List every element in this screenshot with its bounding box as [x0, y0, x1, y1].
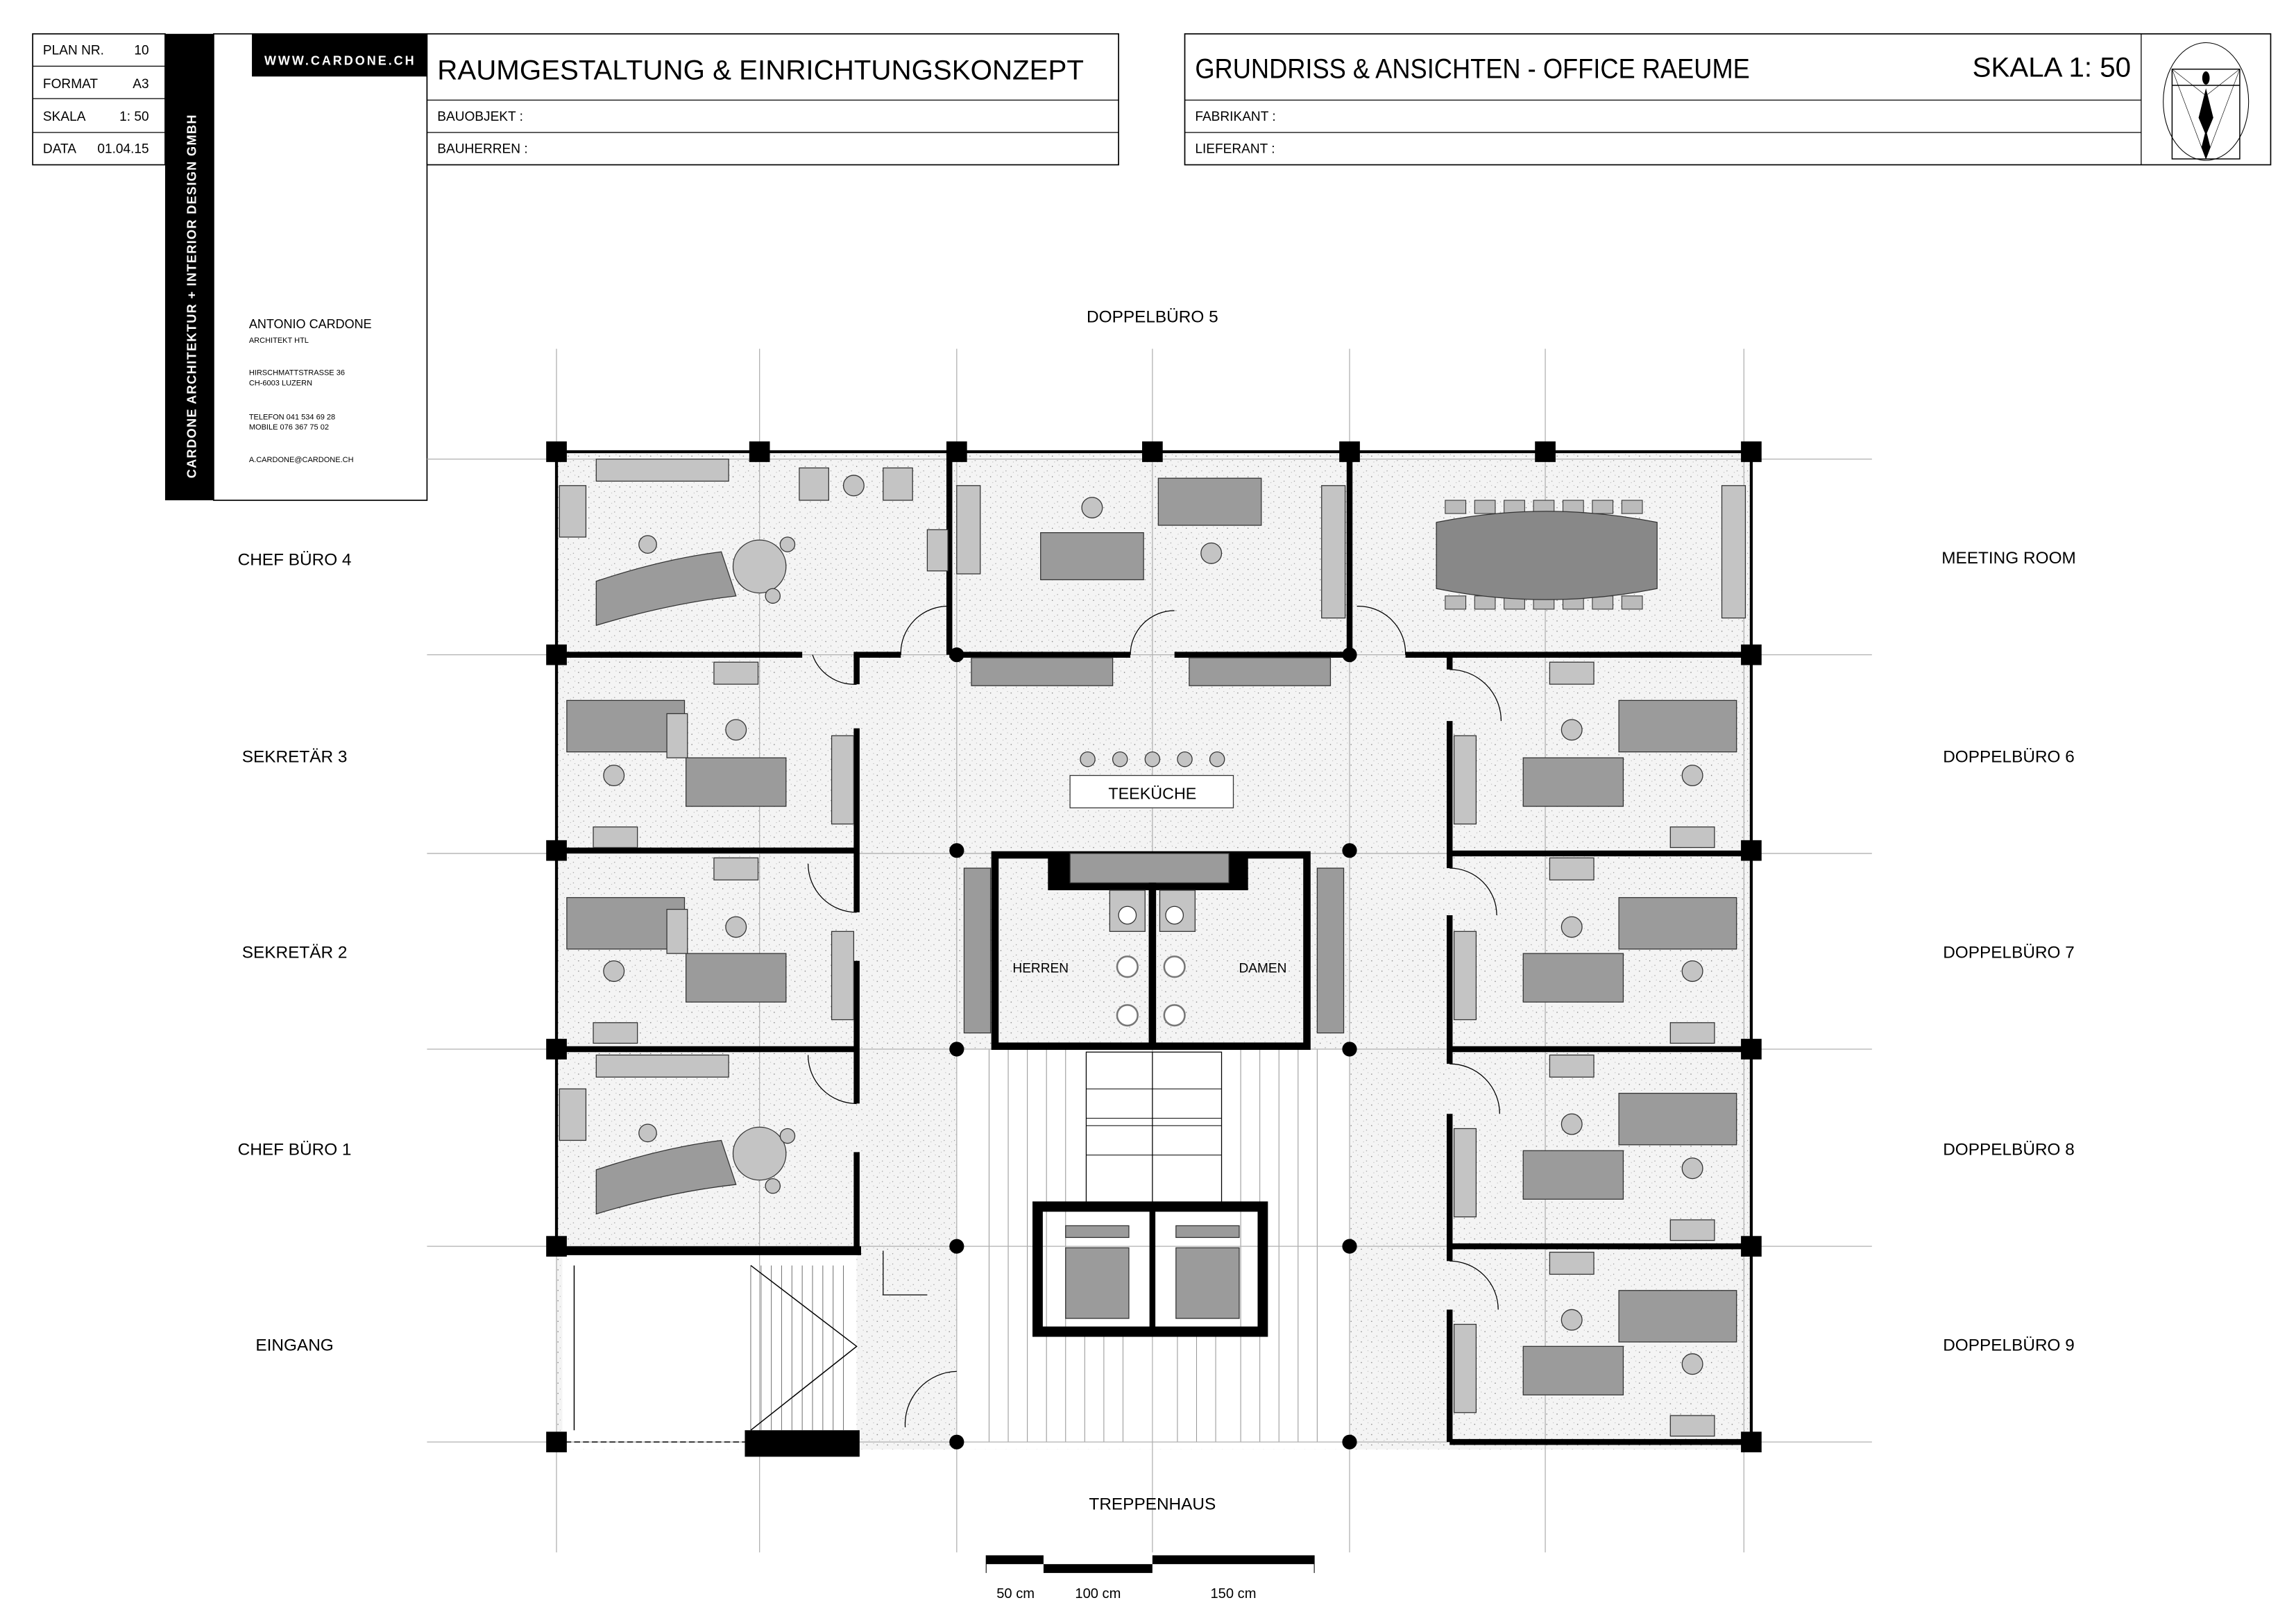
lieferant-label: LIEFERANT :	[1195, 142, 1275, 157]
scale-label-50: 50 cm	[996, 1586, 1035, 1601]
label-sekretaer-2: SEKRETÄR 2	[242, 943, 348, 962]
header-project: RAUMGESTALTUNG & EINRICHTUNGSKONZEPT BAU…	[426, 33, 1119, 166]
columns	[546, 441, 1762, 1453]
plan-nr-label: PLAN NR.	[43, 43, 104, 58]
scale-label-100: 100 cm	[1075, 1586, 1121, 1601]
address-street: HIRSCHMATTSTRASSE 36	[249, 369, 345, 377]
label-doppelbuero-7: DOPPELBÜRO 7	[1943, 943, 2075, 962]
cabinet-right	[1316, 867, 1345, 1034]
data-label: DATA	[43, 142, 76, 157]
furniture-right-offices	[1453, 661, 1737, 1437]
label-treppenhaus: TREPPENHAUS	[1089, 1495, 1216, 1514]
fabrikant-label: FABRIKANT :	[1195, 110, 1275, 124]
scale-bar: 50 cm 100 cm 150 cm	[985, 1555, 1315, 1601]
wc-herren-label: HERREN	[1012, 962, 1069, 976]
architect-name: ANTONIO CARDONE	[249, 317, 372, 331]
architect-title: ARCHITEKT HTL	[249, 337, 309, 345]
company-banner: CARDONE ARCHITEKTUR + INTERIOR DESIGN GM…	[184, 114, 198, 478]
company-website[interactable]: WWW.CARDONE.CH	[264, 53, 416, 67]
furniture-chef4	[559, 458, 913, 627]
format-value: A3	[133, 77, 148, 92]
drawing-title: GRUNDRISS & ANSICHTEN - OFFICE RAEUME	[1195, 53, 1750, 85]
data-value: 01.04.15	[97, 142, 148, 157]
plan-info-table: PLAN NR. 10 FORMAT A3 SKALA 1: 50 DATA 0…	[32, 33, 166, 166]
address-city: CH-6003 LUZERN	[249, 380, 312, 388]
project-title: RAUMGESTALTUNG & EINRICHTUNGSKONZEPT	[437, 55, 1084, 86]
doors	[808, 606, 1502, 1427]
label-doppelbuero-9: DOPPELBÜRO 9	[1943, 1336, 2075, 1355]
label-chef-buero-4: CHEF BÜRO 4	[238, 550, 352, 569]
elevator-cabin-right	[1175, 1247, 1240, 1319]
label-meeting-room: MEETING ROOM	[1941, 549, 2076, 568]
cabinet-left	[963, 867, 992, 1034]
label-doppelbuero-5: DOPPELBÜRO 5	[1087, 307, 1218, 326]
label-doppelbuero-8: DOPPELBÜRO 8	[1943, 1141, 2075, 1159]
drawing-scale: SKALA 1: 50	[1973, 51, 2131, 83]
bauobjekt-label: BAUOBJEKT :	[437, 110, 523, 124]
label-sekretaer-3: SEKRETÄR 3	[242, 747, 348, 766]
mobile: MOBILE 076 367 75 02	[249, 423, 329, 432]
elevator-cabin-left	[1065, 1247, 1130, 1319]
entrance-steps	[750, 1265, 858, 1431]
skala-value: 1: 50	[119, 110, 148, 124]
vitruvian-logo-icon	[2163, 42, 2250, 161]
email[interactable]: A.CARDONE@CARDONE.CH	[249, 456, 354, 464]
floor-plan: HERREN DAMEN TEEKÜCHE	[427, 348, 1872, 1553]
label-eingang: EINGANG	[255, 1336, 333, 1355]
format-label: FORMAT	[43, 77, 98, 92]
scale-label-150: 150 cm	[1210, 1586, 1256, 1601]
header-drawing: GRUNDRISS & ANSICHTEN - OFFICE RAEUME SK…	[1184, 33, 2272, 166]
furniture-doppelbuero5	[926, 477, 1346, 619]
furniture-left-offices	[559, 661, 855, 1215]
stairwell	[1032, 1051, 1268, 1337]
phone: TELEFON 041 534 69 28	[249, 413, 335, 421]
teekueche-label: TEEKÜCHE	[1108, 784, 1196, 802]
label-chef-buero-1: CHEF BÜRO 1	[238, 1141, 352, 1159]
label-doppelbuero-6: DOPPELBÜRO 6	[1943, 747, 2075, 766]
plan-nr-value: 10	[134, 43, 148, 58]
room-labels: DOPPELBÜRO 5 CHEF BÜRO 4 SEKRETÄR 3 SEKR…	[238, 307, 2076, 1513]
teekueche: TEEKÜCHE	[971, 657, 1332, 808]
wc-damen-label: DAMEN	[1239, 962, 1286, 976]
bauherren-label: BAUHERREN :	[437, 142, 527, 157]
skala-label: SKALA	[43, 110, 86, 124]
wc-block: HERREN DAMEN	[963, 851, 1345, 1051]
furniture-meeting-room	[1436, 485, 1746, 619]
company-card: CARDONE ARCHITEKTUR + INTERIOR DESIGN GM…	[164, 33, 428, 501]
